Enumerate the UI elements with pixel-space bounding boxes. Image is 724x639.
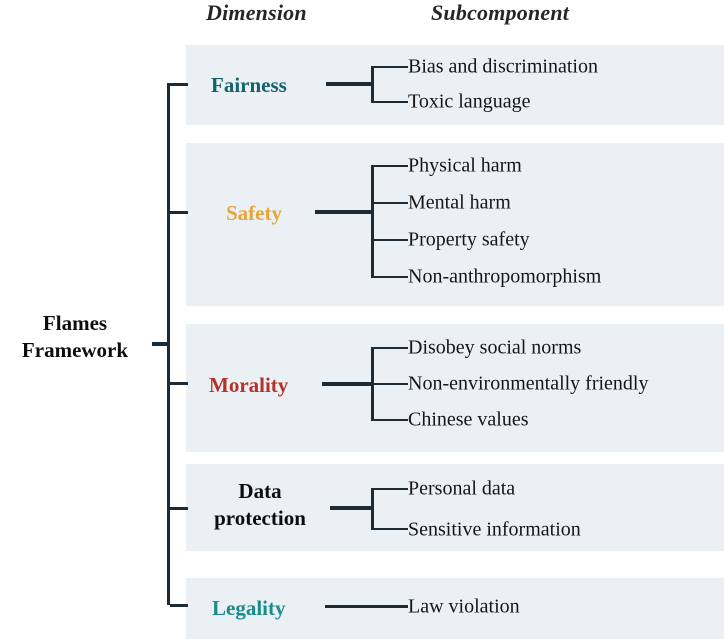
connector-stem-legality [325, 605, 408, 608]
dimension-label-legality[interactable]: Legality [212, 596, 286, 620]
band-safety [186, 143, 724, 306]
connector-stub-safety-3 [371, 239, 408, 241]
dimension-label-morality[interactable]: Morality [209, 373, 289, 397]
subcomponent-property-safety[interactable]: Property safety [408, 228, 530, 251]
branch-tick-fairness [170, 83, 188, 86]
band-legality [186, 578, 724, 639]
connector-stub-safety-2 [371, 202, 408, 204]
root-label-line1: Flames [42, 311, 108, 335]
root-connector-stub [152, 342, 170, 346]
dimension-label-data-protection-line1: Data [238, 479, 282, 503]
connector-stub-data-protection-2 [371, 528, 408, 530]
branch-tick-legality [170, 604, 188, 607]
connector-spine-fairness [371, 66, 374, 102]
subcomponent-personal-data[interactable]: Personal data [408, 477, 516, 500]
subcomponent-non-environmentally-friendly[interactable]: Non-environmentally friendly [408, 372, 649, 395]
subcomponent-physical-harm[interactable]: Physical harm [408, 154, 522, 177]
dimension-label-fairness[interactable]: Fairness [211, 73, 287, 97]
band-data-protection [186, 464, 724, 551]
root-node-flames-framework: Flames Framework [0, 310, 150, 364]
connector-stub-fairness-1 [371, 66, 408, 68]
subcomponent-mental-harm[interactable]: Mental harm [408, 191, 511, 214]
connector-stub-morality-3 [371, 419, 408, 421]
branch-tick-morality [170, 382, 188, 385]
subcomponent-bias-and-discrimination[interactable]: Bias and discrimination [408, 55, 598, 78]
band-morality [186, 324, 724, 452]
subcomponent-sensitive-information[interactable]: Sensitive information [408, 518, 581, 541]
connector-stem-safety [315, 210, 373, 214]
column-header-dimension: Dimension [206, 0, 307, 25]
dimension-label-safety[interactable]: Safety [226, 201, 282, 225]
connector-stub-data-protection-1 [371, 488, 408, 490]
band-fairness [186, 45, 724, 125]
connector-stub-morality-2 [371, 383, 408, 385]
subcomponent-non-anthropomorphism[interactable]: Non-anthropomorphism [408, 265, 602, 288]
connector-spine-safety [371, 165, 374, 277]
connector-spine-data-protection [371, 488, 374, 529]
subcomponent-disobey-social-norms[interactable]: Disobey social norms [408, 336, 582, 359]
subcomponent-law-violation[interactable]: Law violation [408, 595, 520, 618]
trunk-vertical-line [167, 83, 170, 605]
branch-tick-data-protection [170, 507, 188, 510]
dimension-label-data-protection[interactable]: Data protection [200, 478, 320, 532]
connector-stem-morality [322, 382, 373, 386]
column-header-subcomponent: Subcomponent [431, 0, 570, 25]
connector-stub-safety-1 [371, 165, 408, 167]
branch-tick-safety [170, 211, 188, 214]
connector-stub-safety-4 [371, 276, 408, 278]
connector-stem-data-protection [330, 506, 373, 510]
subcomponent-chinese-values[interactable]: Chinese values [408, 408, 529, 431]
connector-stem-fairness [326, 82, 373, 86]
root-label-line2: Framework [21, 337, 129, 362]
subcomponent-toxic-language[interactable]: Toxic language [408, 90, 531, 113]
connector-stub-fairness-2 [371, 101, 408, 103]
connector-stub-morality-1 [371, 347, 408, 349]
dimension-label-data-protection-line2: protection [214, 505, 306, 530]
